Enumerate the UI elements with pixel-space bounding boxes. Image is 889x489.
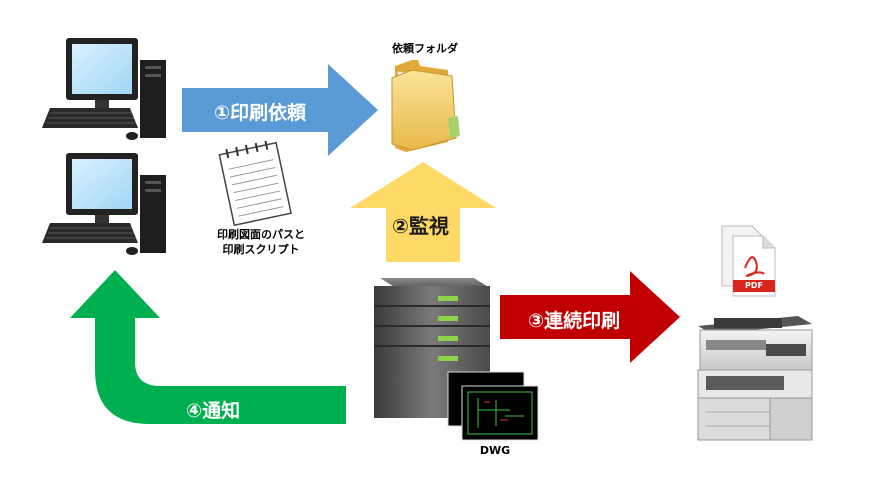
cad-drawing-icon — [447, 371, 539, 441]
notify-arrow-label: ④通知 — [186, 400, 241, 422]
notify-arrow — [70, 270, 346, 424]
request-arrow — [182, 64, 378, 156]
folder-icon — [391, 60, 460, 152]
pdf-badge-label: PDF — [745, 281, 763, 290]
print-arrow-label: ③連続印刷 — [528, 310, 621, 332]
folder-label: 依頼フォルダ — [392, 42, 458, 55]
monitor-arrow-label: ②監視 — [392, 214, 449, 238]
request-arrow-label: ①印刷依頼 — [214, 102, 307, 124]
pdf-file-icon — [721, 225, 776, 297]
desktop-computer-icon — [42, 153, 166, 255]
desktop-computer-icon — [42, 38, 166, 140]
script-note-line1: 印刷図面のパスと — [217, 228, 305, 241]
monitor-arrow — [350, 162, 496, 262]
notepad-icon — [218, 140, 292, 227]
printer-icon — [697, 316, 813, 441]
dwg-label: DWG — [479, 444, 511, 457]
print-arrow — [500, 271, 680, 363]
script-note-line2: 印刷スクリプト — [222, 243, 300, 256]
